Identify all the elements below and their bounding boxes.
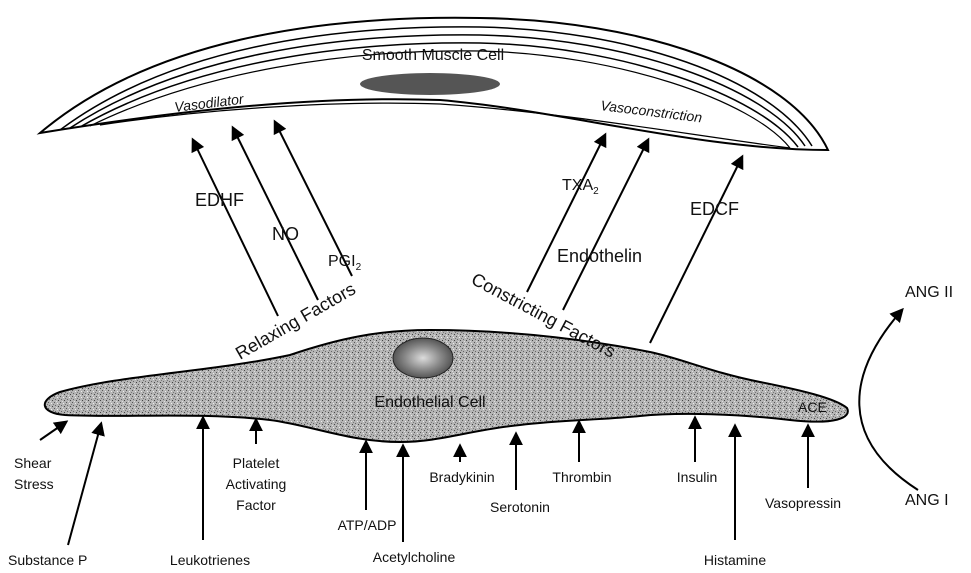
angiotensin-conversion: ANG II ANG I [859, 284, 953, 509]
pgi2-label: PGI2 [328, 253, 362, 273]
vasopressin-label: Vasopressin [765, 495, 841, 511]
shear-stress-label-line1: Shear [14, 455, 52, 471]
ace-label: ACE [798, 399, 827, 415]
ang1-label: ANG I [905, 492, 949, 509]
edcf-arrow [650, 157, 742, 343]
substance-p-label: Substance P [8, 552, 87, 568]
histamine-label: Histamine [704, 552, 766, 568]
smooth-muscle-nucleus [360, 73, 500, 95]
insulin-label: Insulin [677, 469, 717, 485]
txa2-label: TXA2 [562, 177, 599, 197]
substance-p-arrow [68, 424, 101, 545]
stimuli-labels: Shear Stress Substance P Platelet Activa… [8, 455, 841, 568]
no-arrow [233, 128, 318, 300]
endothelin-arrow [563, 140, 648, 310]
serotonin-label: Serotonin [490, 499, 550, 515]
smooth-muscle-title: Smooth Muscle Cell [362, 47, 504, 64]
paf-label-line3: Factor [236, 497, 276, 513]
shear-stress-arrow [40, 422, 66, 440]
endothelial-cell: Endothelial Cell ACE [45, 330, 848, 442]
shear-stress-label-line2: Stress [14, 476, 54, 492]
atp-adp-label: ATP/ADP [338, 517, 397, 533]
ang-conversion-arrow [859, 310, 918, 490]
endothelin-label: Endothelin [557, 246, 642, 266]
thrombin-label: Thrombin [552, 469, 611, 485]
paf-label-line1: Platelet [233, 455, 280, 471]
paf-label-line2: Activating [226, 476, 287, 492]
endothelial-nucleus [393, 338, 453, 378]
no-label: NO [272, 224, 299, 244]
relaxing-factors-group: EDHF NO PGI2 Relaxing Factors [193, 122, 362, 363]
bradykinin-label: Bradykinin [429, 469, 494, 485]
ang2-label: ANG II [905, 284, 953, 301]
leukotrienes-label: Leukotrienes [170, 552, 250, 568]
edcf-label: EDCF [690, 199, 739, 219]
acetylcholine-label: Acetylcholine [373, 549, 456, 565]
edhf-label: EDHF [195, 190, 244, 210]
endothelial-title: Endothelial Cell [374, 394, 485, 411]
txa2-arrow [527, 135, 605, 292]
smooth-muscle-cell: Smooth Muscle Cell Vasodilator Vasoconst… [40, 18, 828, 150]
edhf-arrow [193, 140, 278, 316]
constricting-factors-group: TXA2 Endothelin EDCF Constricting Factor… [468, 135, 742, 362]
